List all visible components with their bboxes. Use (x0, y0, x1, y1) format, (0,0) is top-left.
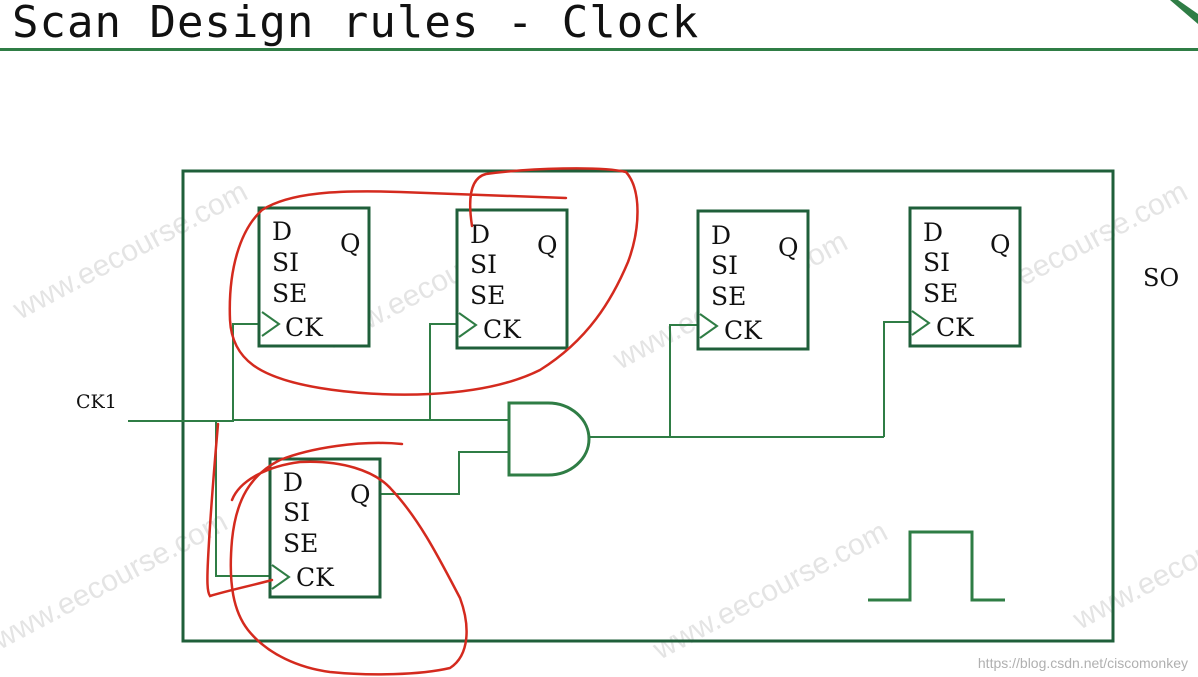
pin-se: SE (923, 279, 958, 308)
pin-d: D (470, 220, 490, 249)
and-gate (507, 401, 591, 477)
pin-q: Q (340, 229, 361, 258)
ff5-clock-branch (215, 421, 270, 577)
watermark-text: www.eecourse.com (1067, 485, 1198, 637)
flip-flop-4: D SI SE CK Q (908, 206, 1022, 348)
pin-d: D (923, 218, 943, 247)
watermark-text: www.eecourse.com (7, 175, 253, 327)
pin-d: D (711, 221, 731, 250)
red-annotation-loop-bottom (229, 441, 468, 676)
annotation-layer (206, 167, 639, 676)
pin-d: D (283, 468, 303, 497)
ff4-clock-branch (883, 321, 912, 437)
corner-decoration (1170, 0, 1198, 24)
watermark-text: www.eecourse.com (0, 505, 233, 657)
pin-d: D (272, 217, 292, 246)
red-annotation-clock-trace (206, 422, 274, 598)
flip-flop-2: D SI SE CK Q (455, 208, 569, 350)
footer-watermark: https://blog.csdn.net/ciscomonkey (977, 655, 1188, 671)
clock-wire (128, 419, 509, 422)
pin-se: SE (711, 282, 746, 311)
flip-flop-5: D SI SE CK Q (268, 457, 382, 599)
pin-se: SE (283, 529, 318, 558)
pin-ck: CK (724, 316, 763, 345)
chip-boundary (181, 169, 1115, 643)
scan-out-label: SO (1143, 264, 1179, 292)
pin-se: SE (272, 279, 307, 308)
wires (128, 321, 912, 577)
pin-si: SI (470, 250, 497, 279)
watermark-text: www.eecourse.com (647, 515, 893, 667)
clock-input-label: CK1 (76, 391, 117, 413)
title-underline (0, 48, 1198, 51)
pin-q: Q (990, 230, 1011, 259)
pin-ck: CK (936, 313, 975, 342)
ff1-clock-branch (232, 323, 262, 420)
clock-pin-triangle (261, 311, 281, 337)
red-annotation-loop-top (228, 167, 639, 396)
pin-si: SI (711, 251, 738, 280)
pin-si: SI (283, 498, 310, 527)
pin-q: Q (350, 480, 371, 509)
ff3-clock-branch (669, 324, 700, 437)
clock-pin-triangle (699, 313, 719, 339)
pin-si: SI (923, 248, 950, 277)
clock-pin-triangle (911, 310, 931, 336)
pin-se: SE (470, 281, 505, 310)
pin-q: Q (537, 231, 558, 260)
flip-flop-3: D SI SE CK Q (696, 209, 810, 351)
clock-pulse-waveform (868, 530, 1005, 602)
gate-enable-wire (381, 451, 509, 495)
pin-si: SI (272, 248, 299, 277)
pin-q: Q (778, 233, 799, 262)
flip-flop-1: D SI SE CK Q (257, 206, 371, 348)
clock-pin-triangle (458, 312, 478, 338)
pin-ck: CK (285, 313, 324, 342)
pin-ck: CK (483, 315, 522, 344)
ff2-clock-branch (429, 323, 459, 420)
slide-title: Scan Design rules - Clock (12, 0, 700, 48)
clock-pin-triangle (271, 564, 291, 590)
pin-ck: CK (296, 563, 335, 592)
